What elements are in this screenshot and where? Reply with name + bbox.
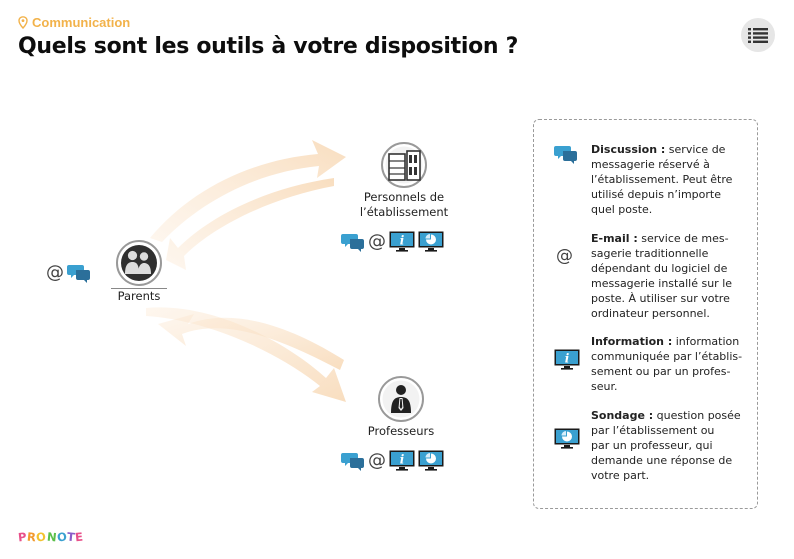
legend-email-text: E-mail : service de mes- sagerie traditi… xyxy=(591,231,751,321)
legend-email-term: E-mail : xyxy=(591,232,638,245)
list-menu-icon xyxy=(748,28,768,43)
survey-chart-monitor-icon xyxy=(554,428,580,449)
arrow-teachers-to-parents xyxy=(158,314,344,370)
legend-information-term: Information : xyxy=(591,335,673,348)
teachers-node[interactable]: Professeurs xyxy=(362,375,440,439)
teachers-label: Professeurs xyxy=(367,424,435,438)
email-tool[interactable]: @ xyxy=(368,230,386,252)
email-tool[interactable]: @ xyxy=(46,264,64,282)
location-pin-icon xyxy=(18,16,28,29)
arrow-staff-to-parents xyxy=(166,178,334,270)
legend-information-line: seur. xyxy=(591,380,618,393)
legend-discussion-line: service de xyxy=(665,143,726,156)
arrow-parents-to-staff xyxy=(150,140,346,242)
chat-bubbles-icon xyxy=(341,233,364,252)
at-sign-icon: @ xyxy=(556,246,573,266)
legend-discussion-term: Discussion : xyxy=(591,143,666,156)
teacher-icon xyxy=(378,376,424,422)
survey-chart-monitor-icon xyxy=(418,450,444,471)
parents-tools: @ xyxy=(46,263,91,283)
information-tool[interactable]: i xyxy=(389,450,415,471)
email-tool[interactable]: @ xyxy=(368,449,386,471)
survey-tool[interactable] xyxy=(418,231,444,252)
svg-text:i: i xyxy=(400,453,405,467)
legend-survey-line: question posée xyxy=(653,409,741,422)
at-sign-icon: @ xyxy=(46,262,64,283)
legend-discussion-line: quel poste. xyxy=(591,203,653,216)
legend-email-line: poste. À utiliser sur votre xyxy=(591,292,730,305)
legend-discussion-line: messagerie réservé à xyxy=(591,158,710,171)
legend-survey-text: Sondage : question posée par l’établisse… xyxy=(591,408,751,483)
staff-label-line1: Personnels de xyxy=(363,190,445,204)
staff-building-icon xyxy=(381,142,427,188)
legend-discussion-line: utilisé depuis n’importe xyxy=(591,188,721,201)
parents-node[interactable]: Parents xyxy=(104,238,174,304)
survey-chart-monitor-icon xyxy=(418,231,444,252)
discussion-tool[interactable] xyxy=(67,263,91,283)
chat-bubbles-icon xyxy=(554,146,577,164)
legend-email-line: ordinateur personnel. xyxy=(591,307,710,320)
info-monitor-icon: i xyxy=(389,231,415,252)
svg-text:i: i xyxy=(400,234,405,248)
legend-information-line: information xyxy=(672,335,740,348)
breadcrumb[interactable]: Communication xyxy=(18,15,130,30)
logo-letter: E xyxy=(74,529,85,545)
legend-survey-term: Sondage : xyxy=(591,409,654,422)
legend-information-line: communiquée par l’établis- xyxy=(591,350,743,363)
menu-button[interactable] xyxy=(741,18,775,52)
staff-node[interactable]: Personnels de l’établissement xyxy=(352,141,456,220)
at-sign-icon: @ xyxy=(368,449,386,471)
information-tool[interactable]: i xyxy=(389,231,415,252)
parents-icon xyxy=(116,240,162,286)
legend-discussion-line: l’établissement. Peut être xyxy=(591,173,733,186)
legend-survey-line: par un professeur, qui xyxy=(591,439,713,452)
legend-email-line: sagerie traditionnelle xyxy=(591,247,709,260)
discussion-tool[interactable] xyxy=(341,451,365,471)
legend-panel: Discussion : service de messagerie réser… xyxy=(533,119,758,509)
parents-label: Parents xyxy=(117,289,161,303)
page-title: Quels sont les outils à votre dispositio… xyxy=(18,34,519,59)
arrow-parents-to-teachers xyxy=(146,307,346,402)
legend-information-text: Information : information communiquée pa… xyxy=(591,334,751,394)
legend-information-line: sement ou par un profes- xyxy=(591,365,731,378)
info-monitor-icon: i xyxy=(389,450,415,471)
staff-tools: @ i xyxy=(341,231,444,252)
legend-discussion-text: Discussion : service de messagerie réser… xyxy=(591,142,751,217)
at-sign-icon: @ xyxy=(368,230,386,252)
chat-bubbles-icon xyxy=(341,452,364,471)
breadcrumb-label: Communication xyxy=(32,15,131,30)
chat-bubbles-icon xyxy=(67,265,90,283)
pronote-logo: PRONOTE xyxy=(17,529,85,545)
parents-underline xyxy=(111,288,167,289)
info-monitor-icon: i xyxy=(554,349,580,370)
legend-email-line: service de mes- xyxy=(637,232,729,245)
legend-email-line: dépendant du logiciel de xyxy=(591,262,728,275)
legend-survey-line: votre part. xyxy=(591,469,650,482)
staff-label-line2: l’établissement xyxy=(359,205,449,219)
legend-survey-line: par l’établissement ou xyxy=(591,424,715,437)
legend-survey-line: demande une réponse de xyxy=(591,454,733,467)
teachers-tools: @ i xyxy=(341,450,444,471)
survey-tool[interactable] xyxy=(418,450,444,471)
discussion-tool[interactable] xyxy=(341,232,365,252)
svg-text:i: i xyxy=(565,352,570,366)
legend-email-line: messagerie installé sur le xyxy=(591,277,733,290)
